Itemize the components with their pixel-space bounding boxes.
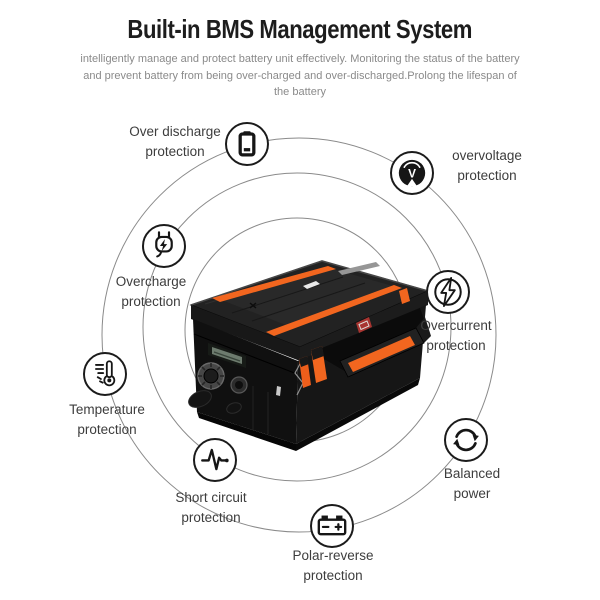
feature-icon-temperature <box>83 352 127 396</box>
voltmeter-icon: V <box>398 159 426 187</box>
feature-icon-overcharge <box>142 224 186 268</box>
feature-label-short-circuit: Short circuit protection <box>175 490 247 526</box>
case-latches <box>294 288 410 396</box>
thermometer-icon <box>95 360 116 387</box>
feature-icon-balanced-power <box>444 418 488 462</box>
pulse-icon <box>201 448 229 471</box>
feature-icon-overvoltage: V <box>390 151 434 195</box>
feature-label-temperature: Temperature protection <box>69 402 145 438</box>
feature-icon-over-discharge <box>225 122 269 166</box>
feature-label-overcurrent: Overcurrent protection <box>420 318 492 354</box>
feature-label-balanced-power: Balanced power <box>443 466 501 502</box>
feature-label-overcharge: Overcharge protection <box>115 274 187 310</box>
feature-label-overvoltage: overvoltage protection <box>452 148 522 184</box>
case-handle <box>312 308 431 378</box>
page-subtitle: intelligently manage and protect battery… <box>80 53 520 98</box>
car-battery-icon <box>317 515 347 536</box>
orbit-ring-outer <box>101 137 497 533</box>
orbit-ring-middle <box>142 172 452 482</box>
cycle-arrows-icon <box>453 428 479 452</box>
feature-icon-overcurrent <box>426 270 470 314</box>
feature-label-over-discharge: Over discharge protection <box>129 124 221 160</box>
rubber-cap-small <box>226 402 242 414</box>
charging-plug-icon <box>155 231 173 258</box>
battery-low-icon <box>238 131 256 157</box>
rubber-cap <box>188 390 212 408</box>
header: Built-in BMS Management System <box>0 14 600 45</box>
case-lid <box>189 260 430 348</box>
feature-icon-short-circuit <box>193 438 237 482</box>
feature-label-polar-reverse: Polar-reverse protection <box>292 548 374 584</box>
case-front-panel <box>188 343 281 414</box>
page-title: Built-in BMS Management System <box>127 14 473 44</box>
feature-icon-polar-reverse <box>310 504 354 548</box>
lightning-icon <box>434 277 462 307</box>
svg-text:V: V <box>408 167 416 181</box>
